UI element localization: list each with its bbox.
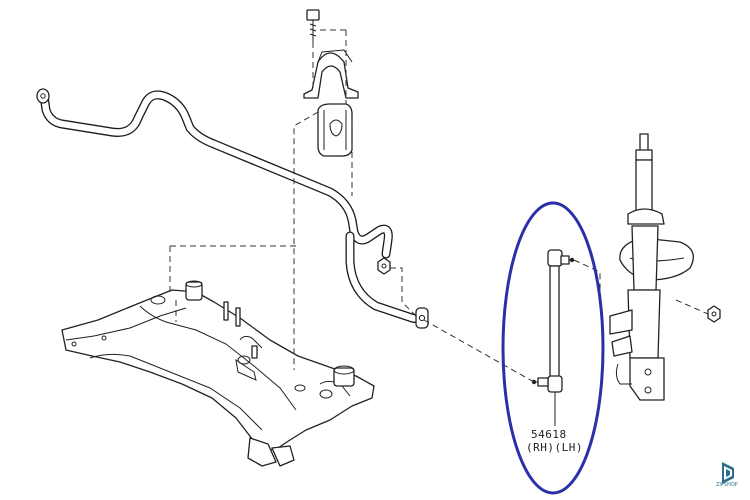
stabilizer-bar	[36, 88, 429, 329]
watermark-text: ZIPSHOP	[716, 482, 738, 488]
zipshop-logo-icon	[722, 462, 734, 484]
part-number-label: 54618	[531, 428, 567, 441]
highlight-ellipse	[501, 201, 605, 495]
bar-bushing-clamp	[303, 9, 359, 157]
bar-nut	[377, 257, 391, 275]
stabilizer-link	[531, 249, 575, 426]
side-designation-label: (RH)(LH)	[526, 441, 583, 454]
assembly-guide-lines	[169, 29, 709, 383]
strut-assembly	[609, 133, 721, 401]
suspension-member	[61, 280, 375, 467]
